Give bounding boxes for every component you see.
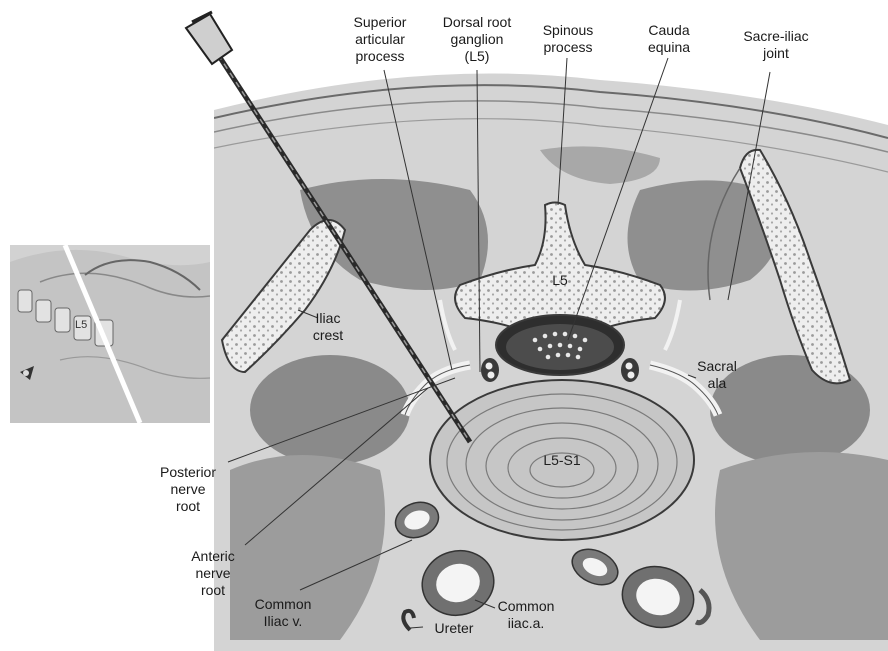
label-posterior-nerve-root: Posterior nerve root [150,464,226,515]
label-disc-l5-s1: L5-S1 [522,452,602,469]
label-anteric-nerve-root: Anteric nerve root [180,548,246,599]
label-dorsal-root-ganglion: Dorsal root ganglion (L5) [428,14,526,65]
label-common-iliac-artery: Common iiac.a. [488,598,564,632]
label-sacroiliac-joint: Sacre-iliac joint [728,28,824,62]
label-iliac-crest: Iliac crest [306,310,350,344]
label-cauda-equina: Cauda equina [638,22,700,56]
label-spinous-process: Spinous process [532,22,604,56]
label-vertebra-l5: L5 [540,272,580,289]
label-sacral-ala: Sacral ala [692,358,742,392]
psoas-left [250,355,410,465]
body-cross-section [214,60,888,651]
label-superior-articular-process: Superior articular process [330,14,430,65]
inset-lateral-view [10,245,210,423]
label-common-iliac-vein: Common Iliac v. [246,596,320,630]
label-ureter: Ureter [424,620,484,637]
inset-vertebra-label: L5 [75,319,87,331]
